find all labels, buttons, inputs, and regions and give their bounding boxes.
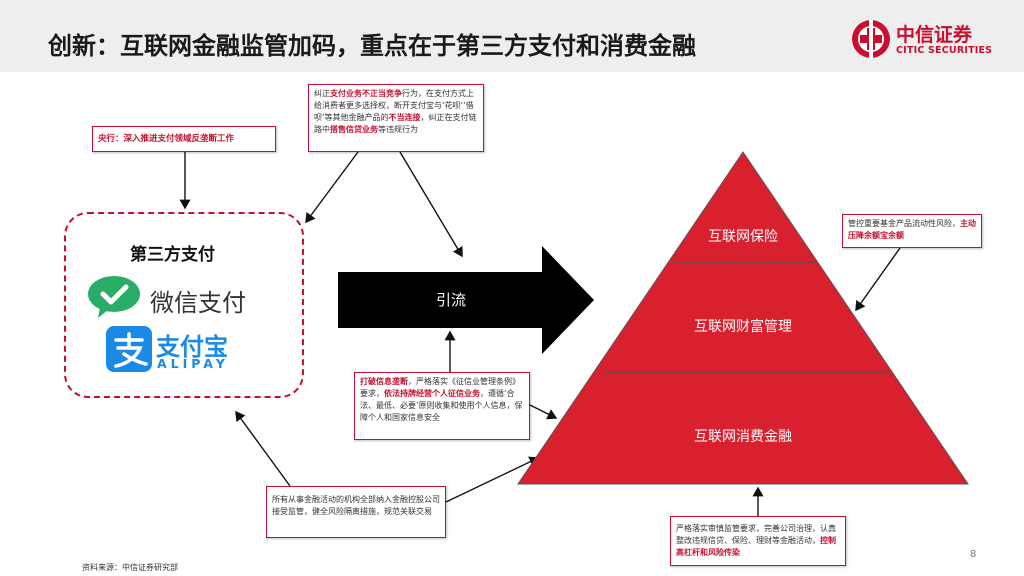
wechat-pay-icon [88,276,140,318]
citic-logo-icon [852,20,890,58]
source-note: 资料来源：中信证券研究部 [82,563,178,572]
logo-name-cn: 中信证券 [896,24,973,46]
arrow-top-note-to-flow [399,151,463,258]
logo-name-en: CITIC SECURITIES [896,45,993,56]
financial-holding-note: 所有从事金融活动的机构全部纳入金融控股公司接受监管，健全风险隔离措施，规范关联交… [266,486,446,538]
third-party-payment-box [64,212,304,398]
alipay-icon [106,326,152,372]
arrow-bottom-note-to-payment [235,410,291,487]
page-title: 创新：互联网金融监管加码，重点在于第三方支付和消费金融 [48,32,696,60]
alipay-label: 支付宝 [156,333,228,361]
payment-competition-note: 纠正支付业务不正当竞争行为，在支付方式上给消费者更多选择权，断开支付宝与‘花呗’… [308,84,484,152]
page-number: 8 [970,549,977,560]
alipay-english-label: ALIPAY [157,356,229,371]
arrow-middle-note-to-pyramid [529,404,558,420]
arrow-top-note-to-payment [305,151,359,224]
wechat-pay-label: 微信支付 [150,289,246,317]
pyramid-level-consumer-finance: 互联网消费金融 [694,429,792,445]
credit-info-note: 打破信息垄断，严格落实《征信业管理条例》要求，依法持牌经营个人征信业务，遵循‘合… [354,372,530,440]
pyramid-level-insurance: 互联网保险 [708,229,778,245]
internet-finance-pyramid [517,151,969,485]
arrow-right-note-to-pyramid [855,247,901,312]
central-bank-note: 央行：深入推进支付领域反垄断工作 [92,126,276,152]
pyramid-level-wealth: 互联网财富管理 [694,319,792,335]
traffic-flow-label: 引流 [436,291,467,309]
third-party-payment-title: 第三方支付 [130,245,215,265]
prudential-regulation-note: 严格落实审慎监管要求，完善公司治理，认真整改违规信贷、保险、理财等金融活动，控制… [670,516,846,566]
traffic-flow-arrow [338,246,594,354]
arrow-bottom-note-to-pyramid [445,456,540,503]
yuebao-liquidity-note: 管控重要基金产品流动性风险，主动压降余额宝余额 [842,214,982,248]
